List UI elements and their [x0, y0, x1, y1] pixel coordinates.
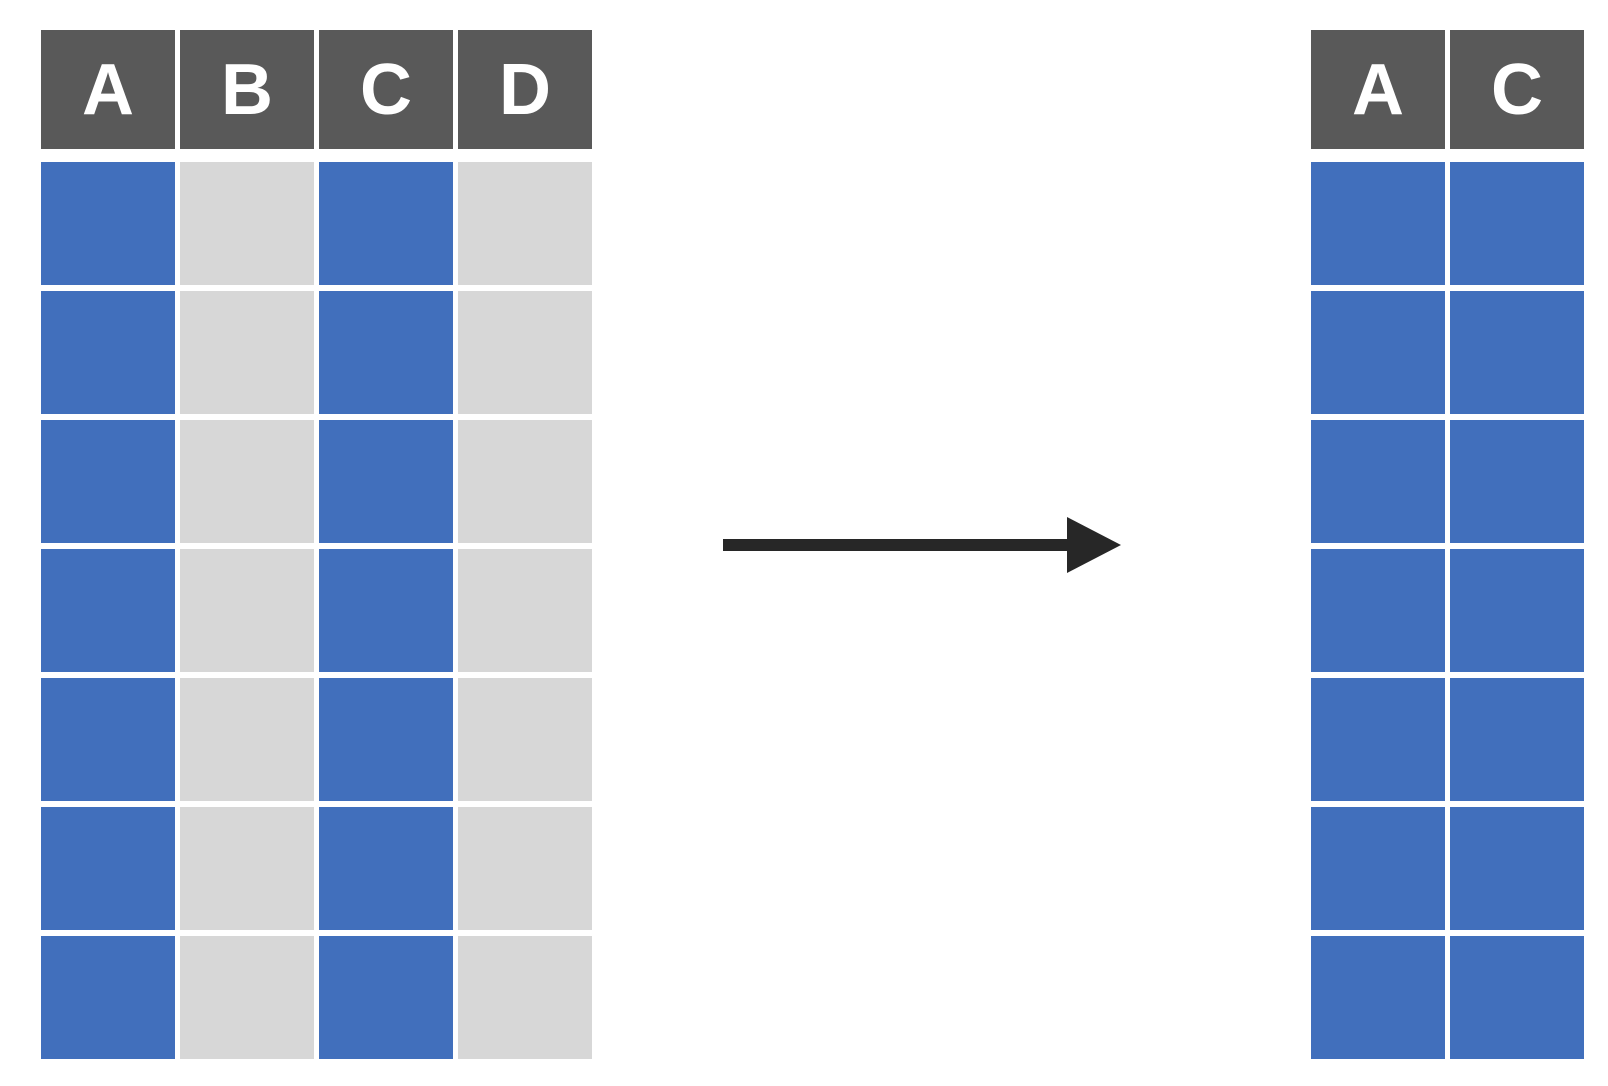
result-table-header-cell-c: C — [1450, 30, 1584, 149]
source-table-cell — [41, 807, 175, 930]
right-arrow-icon — [723, 517, 1121, 573]
source-table-header-cell-c: C — [319, 30, 453, 149]
source-table-header-cell-d: D — [458, 30, 592, 149]
source-table-cell — [41, 549, 175, 672]
source-table-header-cell-b: B — [180, 30, 314, 149]
result-table-cell — [1311, 807, 1445, 930]
source-table-cell — [180, 162, 314, 285]
result-table-cell — [1311, 936, 1445, 1059]
source-table-cell — [180, 291, 314, 414]
source-table-cell — [458, 291, 592, 414]
source-table-cell — [458, 420, 592, 543]
source-table-cell — [458, 936, 592, 1059]
source-table-cell — [180, 936, 314, 1059]
source-table-cell — [41, 162, 175, 285]
result-table-cell — [1311, 678, 1445, 801]
source-table-cell — [458, 807, 592, 930]
source-table-body — [41, 162, 592, 1059]
source-table-cell — [319, 678, 453, 801]
source-table-cell — [458, 678, 592, 801]
source-table-cell — [41, 678, 175, 801]
result-table-cell — [1450, 678, 1584, 801]
source-table-cell — [180, 807, 314, 930]
source-table-cell — [41, 420, 175, 543]
source-table-cell — [319, 936, 453, 1059]
source-table-header-cell-a: A — [41, 30, 175, 149]
result-table-cell — [1450, 162, 1584, 285]
source-table-cell — [319, 420, 453, 543]
source-table-cell — [180, 678, 314, 801]
source-table-cell — [180, 549, 314, 672]
result-table-cell — [1450, 549, 1584, 672]
source-table-cell — [319, 549, 453, 672]
source-table-cell — [319, 162, 453, 285]
source-table-cell — [458, 162, 592, 285]
source-table-cell — [319, 291, 453, 414]
source-table-cell — [41, 936, 175, 1059]
result-table-cell — [1311, 549, 1445, 672]
result-table-cell — [1311, 420, 1445, 543]
result-table-header-cell-a: A — [1311, 30, 1445, 149]
source-table-cell — [458, 549, 592, 672]
result-table-cell — [1450, 807, 1584, 930]
source-table-cell — [41, 291, 175, 414]
result-table-cell — [1311, 162, 1445, 285]
source-table-cell — [319, 807, 453, 930]
source-table-cell — [180, 420, 314, 543]
result-table-cell — [1311, 291, 1445, 414]
result-table-cell — [1450, 936, 1584, 1059]
result-table-body — [1311, 162, 1584, 1059]
result-table-cell — [1450, 291, 1584, 414]
result-table-cell — [1450, 420, 1584, 543]
